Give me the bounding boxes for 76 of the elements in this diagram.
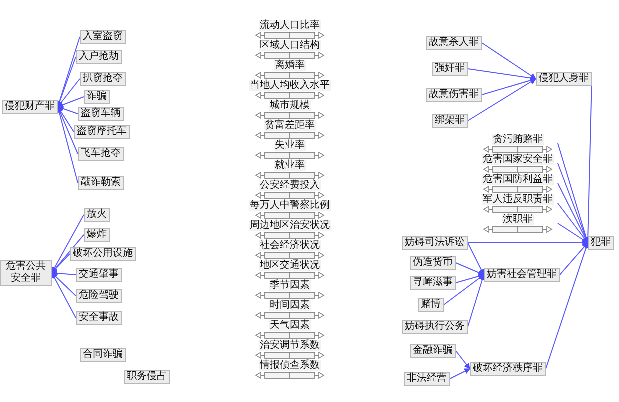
category-node: 妨害社会管理罪 — [484, 268, 560, 282]
crime-type-node: 强奸罪 — [432, 62, 468, 76]
crime-type-node: 金融诈骗 — [410, 344, 456, 358]
crime-type-node: 职务侵占 — [124, 370, 170, 384]
arrow — [58, 78, 80, 108]
crime-type-node: 放火 — [84, 208, 110, 222]
node-label: 流动人口比率 — [259, 20, 321, 31]
crime-type-node: 破坏公用设施 — [70, 247, 136, 261]
crime-type-node: 非法经营 — [404, 372, 450, 386]
crime-type-node: 安全事故 — [76, 311, 122, 325]
category-node: 破坏经济秩序罪 — [470, 362, 546, 376]
arrow — [58, 106, 74, 132]
crime-type-node: 危险驾驶 — [76, 289, 122, 303]
crime-type-node: 爆炸 — [84, 228, 110, 242]
crime-type-node: 绑架罪 — [432, 114, 468, 128]
crime-type-node: 飞车抢夺 — [78, 147, 124, 161]
arrow — [456, 350, 470, 370]
crime-type-node: 故意伤害罪 — [426, 88, 482, 102]
arrow — [468, 240, 589, 246]
crime-type-node: 伪造货币 — [410, 256, 456, 270]
node-label: 公安经费投入 — [259, 180, 321, 191]
crime-type-node: 交通肇事 — [76, 268, 122, 282]
category-node: 侵犯财产罪 — [2, 100, 58, 114]
node-label: 每万人中警察比例 — [249, 200, 331, 211]
crime-type-node: 故意杀人罪 — [426, 36, 482, 50]
arrow — [558, 203, 588, 244]
node-label: 天气因素 — [269, 320, 311, 331]
crime-type-node: 入户抢劫 — [76, 50, 122, 64]
node-label: 区域人口结构 — [259, 40, 321, 51]
node-label: 渎职罪 — [502, 214, 534, 225]
node-label: 情报侦查系数 — [259, 360, 321, 371]
crime-type-node: 合同诈骗 — [80, 348, 126, 362]
arrow — [468, 274, 486, 328]
arrow — [57, 96, 84, 108]
arrow — [560, 242, 588, 276]
crime-type-node: 入室盗窃 — [80, 30, 126, 44]
node-label: 周边地区治安状况 — [249, 220, 331, 231]
root-node: 犯罪 — [588, 236, 614, 250]
crime-type-node: 扒窃抢夺 — [80, 72, 126, 86]
node-label: 军人违反职责罪 — [482, 194, 554, 205]
arrow — [52, 272, 76, 296]
arrow — [456, 262, 485, 276]
arrow — [456, 274, 485, 284]
category-node: 侵犯人身罪 — [536, 72, 592, 86]
node-label: 贪污贿赂罪 — [492, 134, 544, 145]
arrow — [444, 274, 484, 306]
node-label: 当地人均收入水平 — [249, 80, 331, 91]
crime-type-node: 敲诈勒索 — [78, 176, 124, 190]
arrow — [468, 242, 484, 276]
arrow — [51, 270, 76, 276]
node-label: 贫富差距率 — [264, 120, 316, 131]
crime-type-node: 寻衅滋事 — [410, 276, 456, 290]
crime-type-node: 盗窃摩托车 — [74, 125, 130, 139]
node-label: 社会经济状况 — [259, 240, 321, 251]
crime-type-node: 赌博 — [418, 298, 444, 312]
node-label: 危害国家安全罪 — [482, 154, 554, 165]
node-label: 城市规模 — [269, 100, 311, 111]
crime-type-node: 妨碍司法诉讼 — [402, 236, 468, 250]
arrow — [57, 106, 78, 114]
arrow — [468, 78, 536, 122]
node-label: 季节因素 — [269, 280, 311, 291]
node-label: 地区交通状况 — [259, 260, 321, 271]
arrow — [482, 42, 536, 80]
crime-type-node: 盗窃车辆 — [78, 107, 124, 121]
arrow — [558, 223, 588, 244]
crime-type-node: 妨碍执行公务 — [402, 320, 468, 334]
node-label: 治安调节系数 — [259, 340, 321, 351]
node-label: 危害国防利益罪 — [482, 174, 554, 185]
category-node: 危害公共安全罪 — [0, 260, 52, 286]
node-label: 时间因素 — [269, 300, 311, 311]
arrow — [450, 368, 471, 380]
node-label: 失业率 — [274, 140, 306, 151]
node-label: 离婚率 — [274, 60, 306, 71]
node-label: 就业率 — [274, 160, 306, 171]
crime-type-node: 诈骗 — [84, 90, 110, 104]
arrow — [52, 254, 70, 274]
